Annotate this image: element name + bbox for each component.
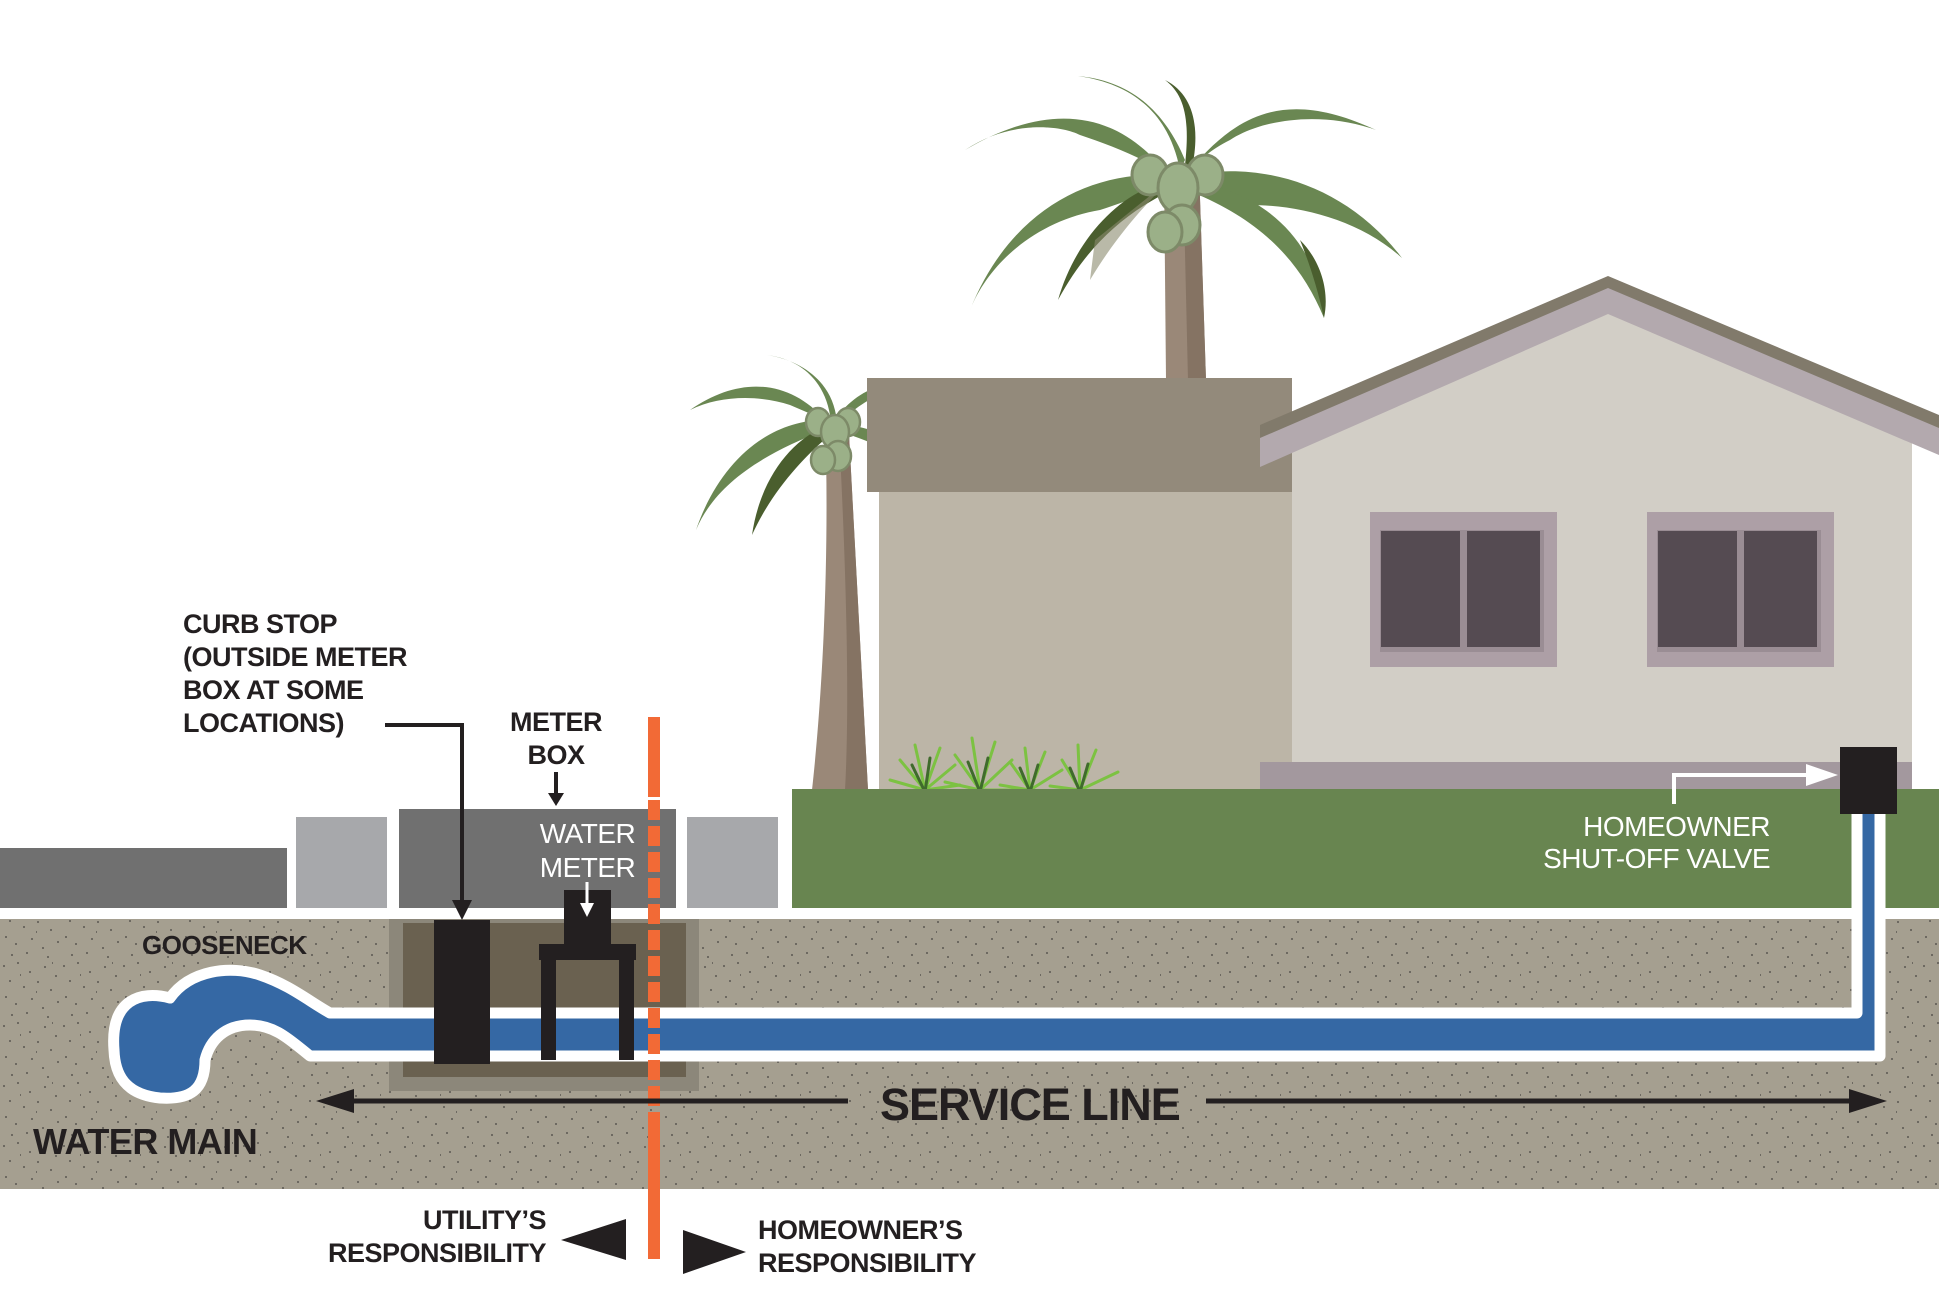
homeowner-responsibility-label: HOMEOWNER’S RESPONSIBILITY xyxy=(758,1215,977,1278)
water-meter xyxy=(539,890,636,1060)
palm-tree-small xyxy=(690,355,945,790)
house xyxy=(867,276,1939,789)
house-side-wall xyxy=(879,491,1292,789)
house-roof-trim xyxy=(1260,276,1939,451)
water-main-label: WATER MAIN xyxy=(33,1121,258,1162)
triangle-right-icon xyxy=(683,1230,746,1274)
window-left xyxy=(1370,512,1557,667)
arrowhead-left-icon xyxy=(316,1089,354,1113)
curb-block-left xyxy=(296,817,387,908)
gooseneck-label: GOOSENECK xyxy=(142,930,307,960)
house-flat-roof xyxy=(867,378,1292,492)
shrubs xyxy=(888,736,1120,794)
shutoff-valve-label: HOMEOWNER SHUT-OFF VALVE xyxy=(1543,811,1770,874)
curb-stop-label: CURB STOP (OUTSIDE METER BOX AT SOME LOC… xyxy=(183,609,408,738)
service-line-label: SERVICE LINE xyxy=(880,1079,1181,1130)
arrowhead-right-icon xyxy=(1849,1089,1887,1113)
street-slab xyxy=(0,848,287,908)
service-line-arrow xyxy=(316,1089,1887,1113)
water-meter-label: WATER METER xyxy=(539,818,636,883)
meter-box-label: METER BOX xyxy=(510,707,603,770)
meter-box-lid xyxy=(399,809,676,908)
curb-stop xyxy=(434,920,490,1064)
lawn xyxy=(792,789,1939,908)
triangle-left-icon xyxy=(561,1219,626,1260)
curb-block-right xyxy=(687,817,778,908)
curb-stop-leader xyxy=(385,723,472,920)
shutoff-valve-leader xyxy=(1672,764,1838,804)
property-line xyxy=(648,717,660,1259)
water-meter-arrow xyxy=(580,882,594,917)
shutoff-valve xyxy=(1840,747,1897,814)
meter-box-arrow xyxy=(548,772,564,806)
utility-responsibility-label: UTILITY’S RESPONSIBILITY xyxy=(327,1205,547,1268)
window-right xyxy=(1647,512,1834,667)
palm-tree-large xyxy=(965,76,1402,380)
house-roof-fascia xyxy=(1260,288,1939,467)
